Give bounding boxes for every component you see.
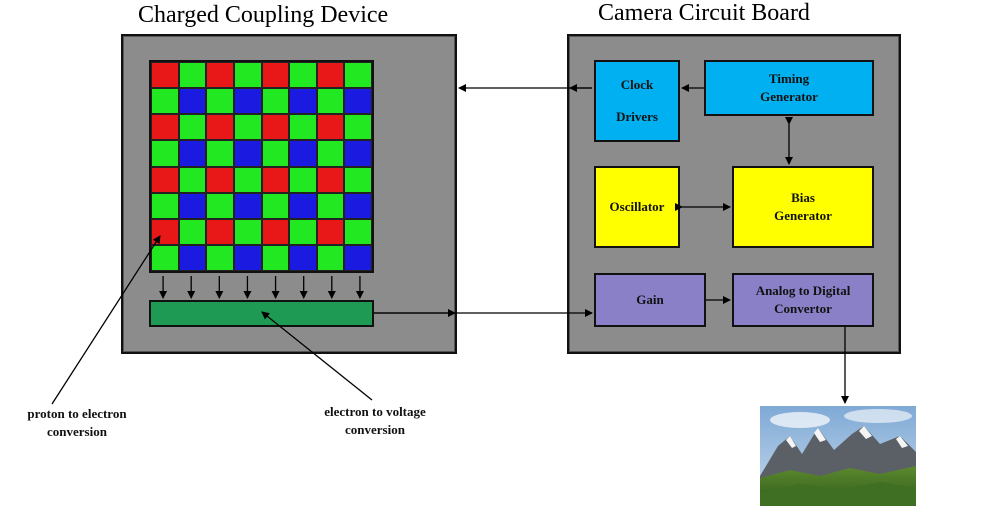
sensor-pixel bbox=[261, 140, 290, 167]
sensor-pixel bbox=[206, 140, 234, 167]
sensor-pixel bbox=[261, 114, 290, 141]
photon-line1: proton to electron bbox=[27, 406, 127, 421]
sensor-pixel bbox=[289, 166, 317, 193]
sensor-pixel bbox=[233, 114, 262, 141]
clock-label: Clock bbox=[620, 77, 654, 93]
gain-label: Gain bbox=[636, 292, 664, 308]
sensor-pixel bbox=[344, 218, 372, 245]
sensor-pixel bbox=[151, 218, 179, 245]
sensor-pixel bbox=[261, 166, 290, 193]
shift-register bbox=[149, 300, 374, 327]
drivers-label: Drivers bbox=[616, 109, 658, 124]
sensor-pixel bbox=[178, 114, 207, 141]
sensor-pixel bbox=[261, 218, 290, 245]
sensor-pixel bbox=[151, 166, 179, 193]
sensor-pixel bbox=[233, 62, 262, 89]
sensor-pixel bbox=[206, 218, 234, 245]
sensor-pixel bbox=[316, 140, 345, 167]
sensor-pixel bbox=[316, 88, 345, 115]
clock-drivers-block: Clock Drivers bbox=[594, 60, 680, 142]
sensor-pixel bbox=[178, 62, 207, 89]
sensor-pixel bbox=[316, 114, 345, 141]
sensor-pixel bbox=[344, 114, 372, 141]
sensor-pixel bbox=[344, 62, 372, 89]
adc-label: Analog to Digital bbox=[755, 283, 851, 299]
sensor-pixel bbox=[344, 244, 372, 271]
oscillator-label: Oscillator bbox=[609, 199, 665, 215]
gain-block: Gain bbox=[594, 273, 706, 327]
sensor-pixel bbox=[206, 244, 234, 271]
sensor-pixel bbox=[316, 62, 345, 89]
sensor-pixel bbox=[206, 166, 234, 193]
sensor-pixel bbox=[151, 244, 179, 271]
sensor-pixel bbox=[151, 114, 179, 141]
sensor-pixel bbox=[206, 192, 234, 219]
sensor-pixel bbox=[233, 192, 262, 219]
timing-generator-label: Generator bbox=[760, 89, 818, 104]
adc-block: Analog to Digital Convertor bbox=[732, 273, 874, 327]
sensor-pixel bbox=[178, 88, 207, 115]
photon-conversion-label: proton to electron conversion bbox=[12, 405, 142, 440]
bias-generator-block: Bias Generator bbox=[732, 166, 874, 248]
sensor-pixel bbox=[316, 244, 345, 271]
sensor-pixel bbox=[178, 244, 207, 271]
sensor-pixel bbox=[261, 88, 290, 115]
photon-line2: conversion bbox=[47, 423, 107, 439]
board-title: Camera Circuit Board bbox=[598, 0, 810, 26]
sensor-pixel bbox=[261, 244, 290, 271]
sensor-pixel bbox=[206, 62, 234, 89]
sensor-pixel bbox=[178, 192, 207, 219]
voltage-line2: conversion bbox=[345, 421, 405, 437]
sensor-pixel bbox=[151, 140, 179, 167]
sensor-pixel bbox=[289, 114, 317, 141]
bias-generator-label: Generator bbox=[774, 208, 832, 223]
sensor-pixel bbox=[233, 218, 262, 245]
sensor-pixel bbox=[233, 244, 262, 271]
adc-convertor-label: Convertor bbox=[774, 301, 832, 316]
bias-label: Bias bbox=[791, 190, 815, 206]
sensor-pixel bbox=[289, 192, 317, 219]
voltage-conversion-label: electron to voltage conversion bbox=[305, 403, 445, 438]
sensor-pixel bbox=[344, 88, 372, 115]
sensor-pixel bbox=[289, 62, 317, 89]
ccd-title: Charged Coupling Device bbox=[138, 2, 389, 28]
sensor-pixel bbox=[178, 218, 207, 245]
output-image bbox=[760, 406, 916, 506]
oscillator-block: Oscillator bbox=[594, 166, 680, 248]
sensor-pixel bbox=[316, 192, 345, 219]
voltage-line1: electron to voltage bbox=[324, 404, 426, 419]
sensor-pixel bbox=[261, 192, 290, 219]
sensor-pixel bbox=[289, 244, 317, 271]
sensor-pixel bbox=[233, 140, 262, 167]
sensor-pixel bbox=[344, 166, 372, 193]
sensor-pixel bbox=[316, 218, 345, 245]
sensor-pixel bbox=[206, 114, 234, 141]
sensor-pixel bbox=[151, 62, 179, 89]
sensor-pixel bbox=[289, 140, 317, 167]
sensor-pixel bbox=[151, 88, 179, 115]
sensor-pixel bbox=[206, 88, 234, 115]
sensor-pixel bbox=[261, 62, 290, 89]
sensor-pixel bbox=[151, 192, 179, 219]
sensor-pixel bbox=[344, 140, 372, 167]
sensor-pixel bbox=[344, 192, 372, 219]
sensor-pixel bbox=[233, 166, 262, 193]
timing-label: Timing bbox=[768, 71, 810, 87]
sensor-pixel bbox=[233, 88, 262, 115]
timing-generator-block: Timing Generator bbox=[704, 60, 874, 116]
sensor-pixel bbox=[316, 166, 345, 193]
sensor-pixel bbox=[289, 88, 317, 115]
sensor-pixel bbox=[289, 218, 317, 245]
mountain-landscape-photo bbox=[760, 406, 916, 506]
bayer-sensor-array bbox=[149, 60, 374, 273]
sensor-pixel bbox=[178, 140, 207, 167]
sensor-pixel bbox=[178, 166, 207, 193]
